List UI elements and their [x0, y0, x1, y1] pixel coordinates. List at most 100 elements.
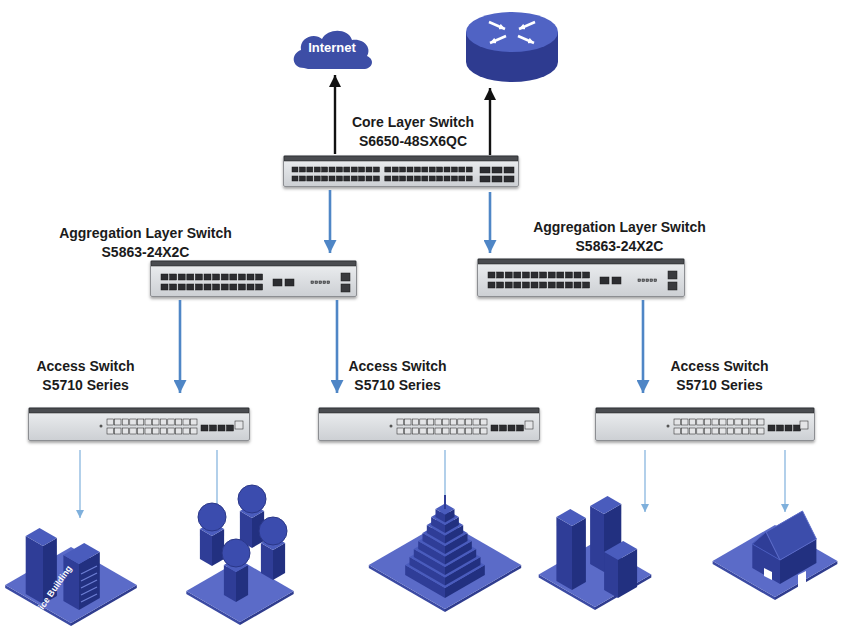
sfp-port [366, 176, 372, 181]
rj45-port [727, 419, 733, 425]
rj45-port [473, 428, 479, 434]
sfp-port [221, 274, 228, 280]
rj45-port [130, 419, 136, 425]
switch-label-text: Access Switch S5710 Series [662, 357, 777, 395]
sfp-port [540, 272, 547, 278]
console-port [341, 284, 350, 292]
uplink-port [600, 277, 609, 284]
link-arrow [179, 300, 182, 393]
sfp-port [400, 167, 406, 172]
rj45-port [674, 428, 680, 434]
sfp-port [522, 272, 529, 278]
switch-top-band [596, 408, 814, 413]
office-block-face [604, 552, 618, 598]
sfp-port [247, 274, 254, 280]
rj45-port [720, 428, 726, 434]
qsfp-port [492, 176, 502, 182]
uplink-port [612, 277, 621, 284]
rj45-port [742, 428, 748, 434]
rj45-port [742, 419, 748, 425]
sfp-port [351, 167, 357, 172]
rj45-port [122, 419, 128, 425]
sfp-port [414, 176, 420, 181]
link-arrow [336, 300, 339, 393]
link-arrow [329, 190, 332, 253]
router-arrow [490, 36, 506, 43]
sfp-port [359, 176, 365, 181]
status-led [315, 281, 318, 284]
sfp-port [505, 272, 512, 278]
tower-spire [444, 495, 446, 509]
status-led [654, 279, 657, 282]
router-arrow [518, 36, 534, 43]
sfp-port [213, 284, 220, 290]
office-block-top [604, 541, 637, 560]
rj45-port [122, 428, 128, 434]
rj45-port [458, 428, 464, 434]
status-led [311, 281, 314, 284]
sfp-port [407, 167, 413, 172]
sfp-port [785, 425, 792, 431]
sfp-port [344, 167, 350, 172]
sfp-port [451, 167, 457, 172]
sfp-port [557, 272, 564, 278]
router-icon [466, 12, 558, 82]
sfp-port [557, 282, 564, 288]
sfp-port [385, 176, 391, 181]
rj45-port [689, 428, 695, 434]
switch-label: Core Layer Switch S6650-48SX6QC [338, 113, 488, 151]
sfp-port [794, 425, 801, 431]
rj45-port [435, 428, 441, 434]
rj45-port [405, 428, 411, 434]
uplink-arrow [489, 88, 491, 155]
switch-ports [319, 408, 539, 440]
rj45-port [160, 419, 166, 425]
rj45-port [704, 428, 710, 434]
office-block-face [590, 506, 604, 572]
rj45-port [191, 428, 197, 434]
rj45-port [191, 419, 197, 425]
rj45-port [443, 428, 449, 434]
qsfp-port [480, 176, 490, 182]
rj45-port [712, 419, 718, 425]
rj45-port [175, 419, 181, 425]
qsfp-port [480, 167, 490, 173]
sfp-port [548, 272, 555, 278]
rj45-port [107, 428, 113, 434]
rj45-port [420, 428, 426, 434]
qsfp-port [504, 176, 514, 182]
sfp-port [466, 167, 472, 172]
sfp-port [422, 167, 428, 172]
sfp-port [292, 176, 298, 181]
sfp-port [178, 284, 185, 290]
house-icon [713, 511, 838, 600]
switch-label-text: Core Layer Switch S6650-48SX6QC [338, 113, 488, 151]
sfp-port [210, 425, 217, 431]
sfp-port [517, 425, 524, 431]
rj45-port [175, 428, 181, 434]
rj45-port [450, 428, 456, 434]
house-window [764, 568, 772, 580]
rj45-port [674, 419, 680, 425]
switch-node: Access Switch S5710 Series [595, 357, 815, 442]
rj45-port [450, 419, 456, 425]
person-head [222, 539, 250, 567]
console-port [341, 273, 350, 281]
sfp-port [514, 282, 521, 288]
rj45-port [750, 428, 756, 434]
internet-cloud: Internet [288, 24, 376, 74]
sfp-port [574, 272, 581, 278]
rj45-port [107, 419, 113, 425]
sfp-port [540, 282, 547, 288]
rj45-port [481, 419, 487, 425]
switch-node: Aggregation Layer Switch S5863-24X2C [45, 222, 357, 298]
sfp-port [514, 272, 521, 278]
sfp-port [385, 167, 391, 172]
rj45-port [183, 419, 189, 425]
sfp-port [414, 167, 420, 172]
sfp-port [459, 176, 465, 181]
sfp-port [392, 167, 398, 172]
rj45-port [727, 428, 733, 434]
status-led [327, 281, 330, 284]
